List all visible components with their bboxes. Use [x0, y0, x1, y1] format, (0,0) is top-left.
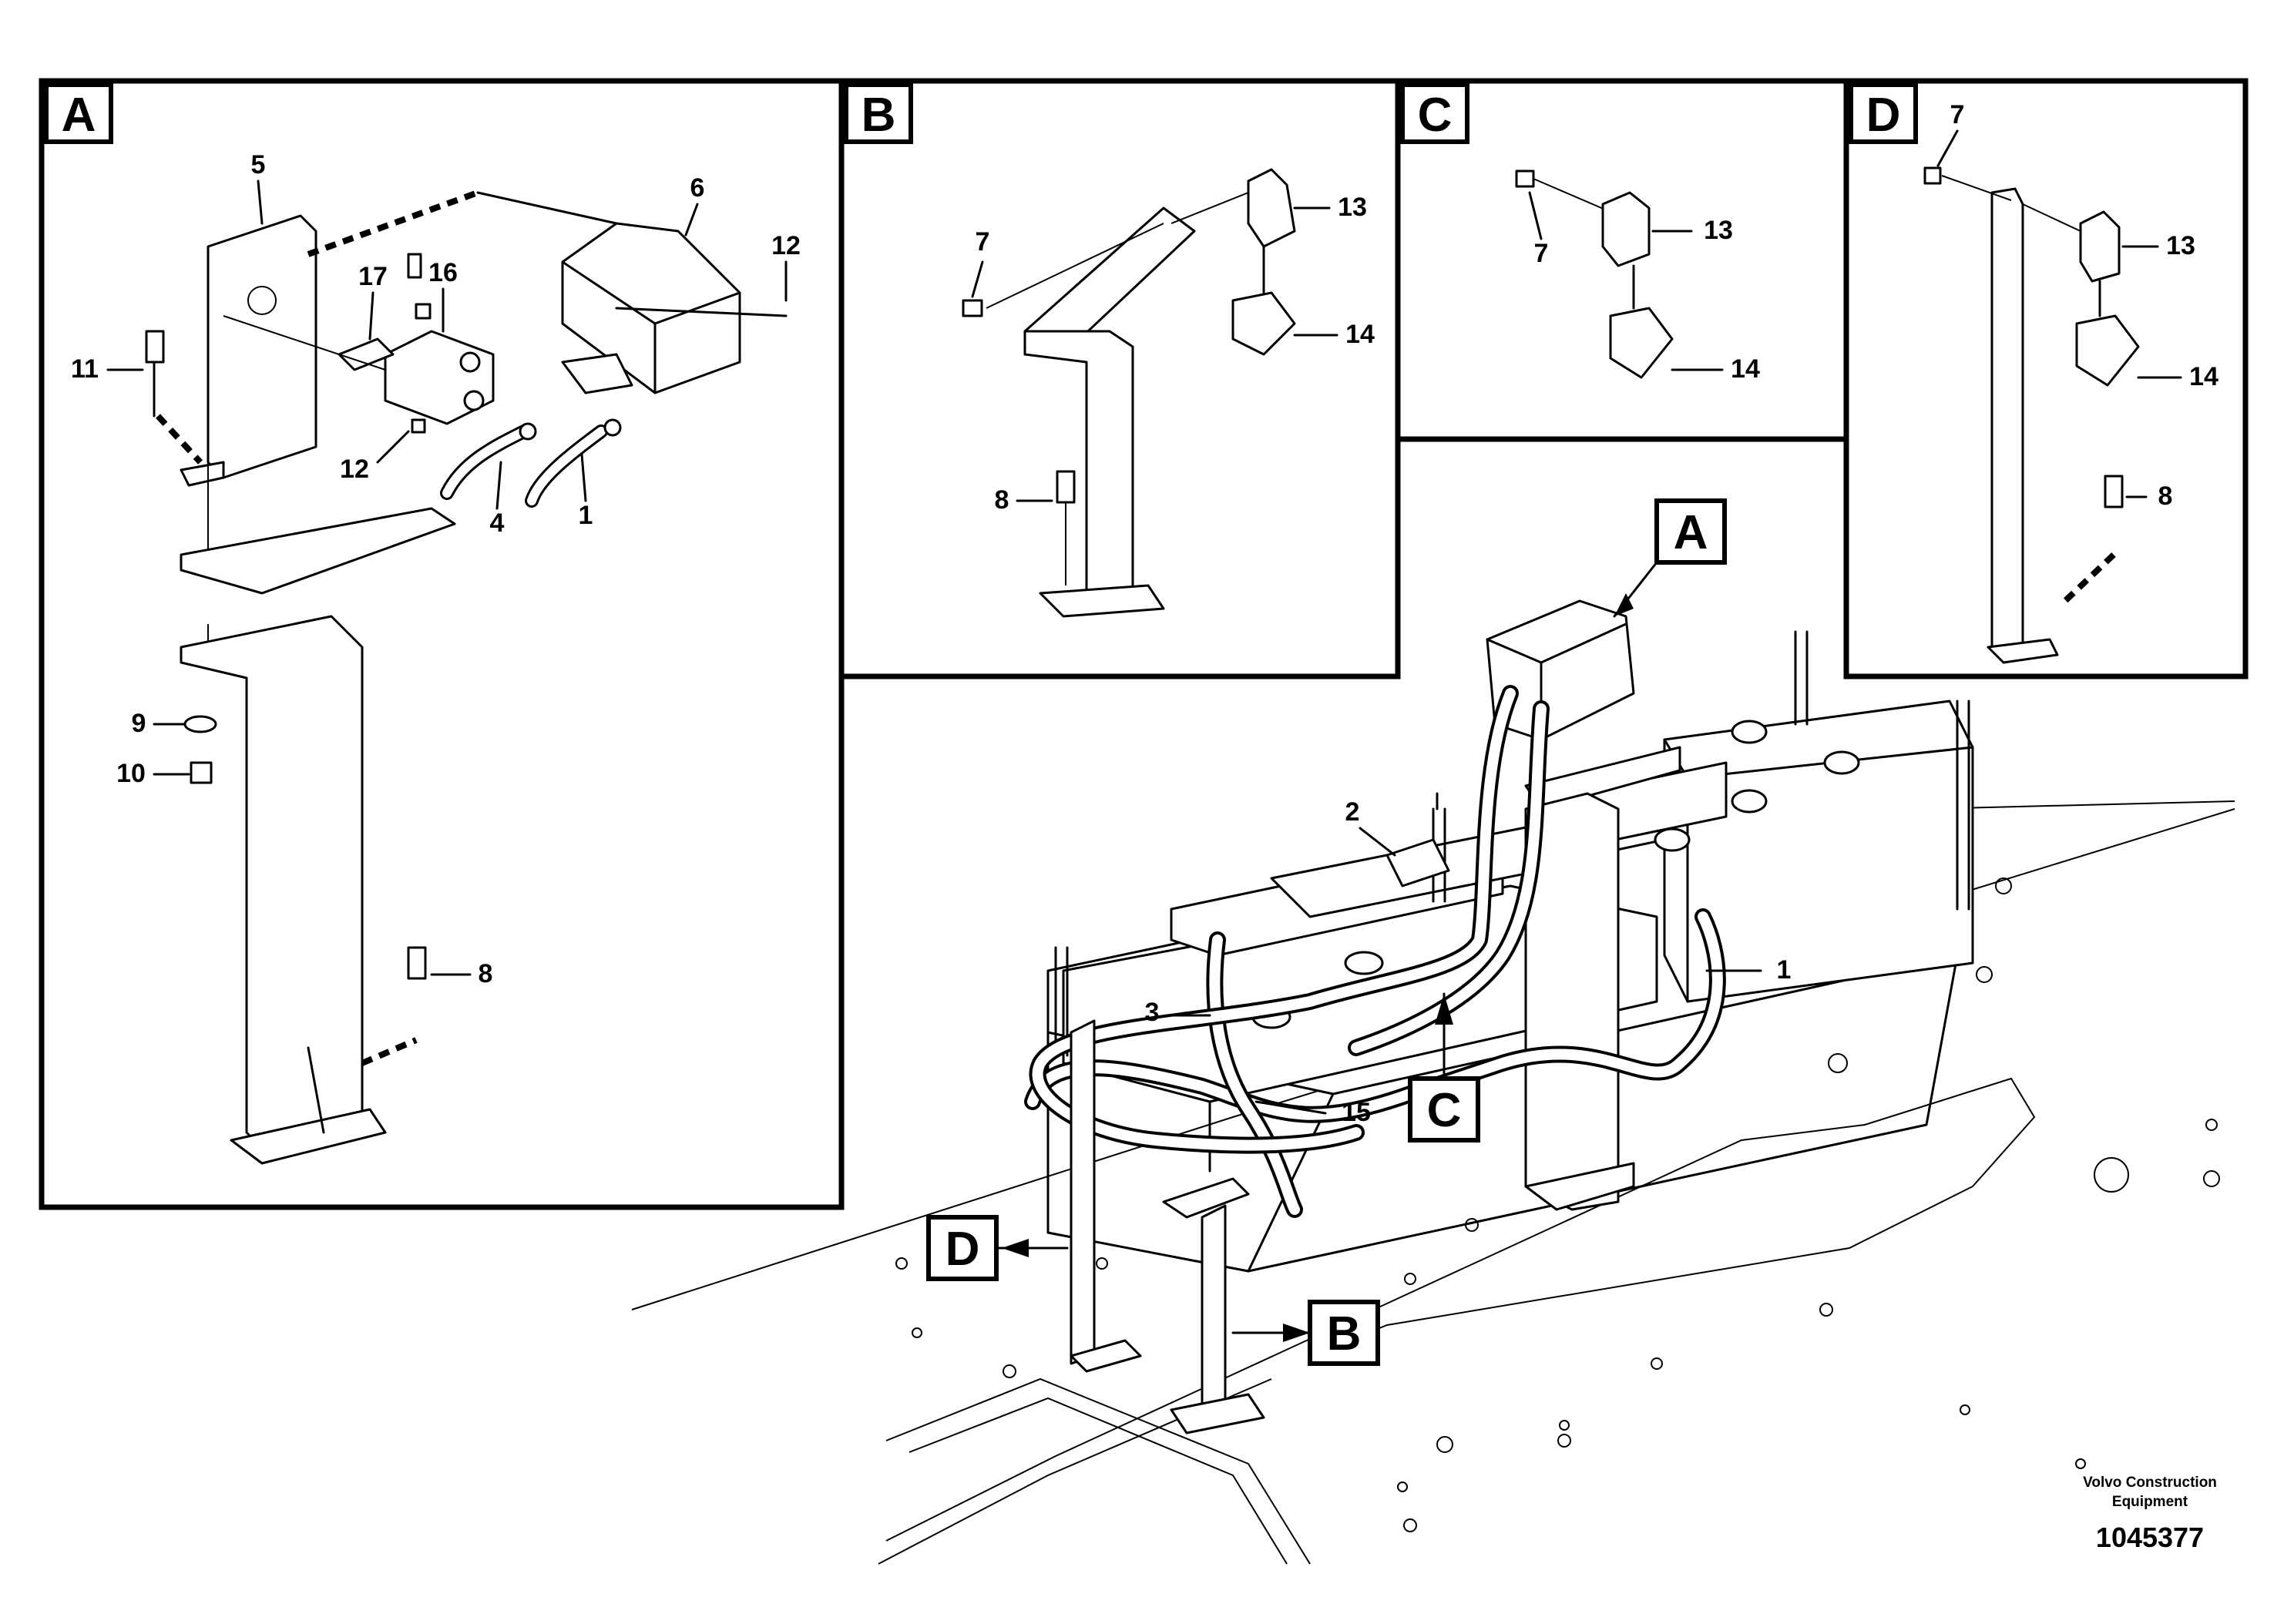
- battery-pack: [1046, 700, 1974, 1273]
- credit-line-1: Volvo Construction: [2083, 1475, 2217, 1491]
- callout-7-view-c: 7: [1534, 239, 1549, 268]
- callout-15: 15: [1342, 1098, 1371, 1127]
- view-d-label: D: [1866, 89, 1901, 142]
- view-a-label: A: [62, 89, 96, 142]
- callout-17: 17: [358, 262, 388, 291]
- callout-7-view-b: 7: [976, 227, 990, 257]
- main-tag-c: C: [1427, 1084, 1462, 1137]
- view-c-label: C: [1418, 89, 1453, 142]
- callout-12-top: 12: [771, 231, 801, 260]
- callout-10: 10: [116, 759, 146, 788]
- callout-4: 4: [490, 508, 505, 538]
- callout-1-view-a: 1: [579, 501, 593, 530]
- callout-12-bottom: 12: [340, 455, 369, 484]
- callout-14-view-b: 14: [1345, 320, 1375, 349]
- callout-9: 9: [132, 709, 146, 738]
- main-view-callouts: 2 1 3 15 A C D B: [926, 498, 1792, 1366]
- callout-5: 5: [251, 150, 266, 180]
- callout-2: 2: [1345, 797, 1360, 827]
- main-tag-b: B: [1327, 1307, 1362, 1361]
- callout-3: 3: [1145, 998, 1160, 1027]
- callout-8-view-b: 8: [995, 485, 1009, 515]
- main-bracket: [1486, 599, 1681, 1211]
- credit-line-2: Equipment: [2112, 1494, 2188, 1510]
- main-tag-a: A: [1674, 506, 1708, 559]
- stand-b: [1162, 1177, 1265, 1434]
- floor-holes: [895, 877, 2220, 1532]
- callout-6: 6: [690, 173, 705, 203]
- stand-d: [1070, 1019, 1142, 1373]
- terminal-2: [1385, 838, 1450, 887]
- footer: Volvo Construction Equipment 1045377: [2083, 1475, 2217, 1553]
- callout-13-view-c: 13: [1704, 216, 1733, 245]
- callout-14-view-d: 14: [2189, 362, 2218, 391]
- callout-13-view-b: 13: [1338, 193, 1367, 222]
- callout-8-view-d: 8: [2158, 481, 2173, 511]
- view-a-panel: A: [39, 78, 845, 1210]
- callout-11: 11: [71, 354, 99, 384]
- callout-1-main: 1: [1777, 955, 1792, 985]
- document-number: 1045377: [2096, 1522, 2204, 1553]
- callout-16: 16: [428, 258, 458, 287]
- main-tag-a-box: [1654, 498, 1727, 565]
- view-c-panel: C 7 13 14: [1395, 78, 1849, 442]
- callout-13-view-d: 13: [2166, 231, 2195, 260]
- callout-8-view-a: 8: [479, 959, 493, 988]
- view-b-panel: B 13 7 14 8: [838, 78, 1401, 679]
- callout-7-view-d: 7: [1950, 100, 1965, 129]
- main-tag-d: D: [945, 1223, 980, 1276]
- tie-rods: [1054, 630, 1970, 1057]
- callout-14-view-c: 14: [1731, 354, 1760, 384]
- view-d-panel: D 7 13 14 8: [1843, 78, 2249, 679]
- view-b-label: B: [862, 89, 896, 142]
